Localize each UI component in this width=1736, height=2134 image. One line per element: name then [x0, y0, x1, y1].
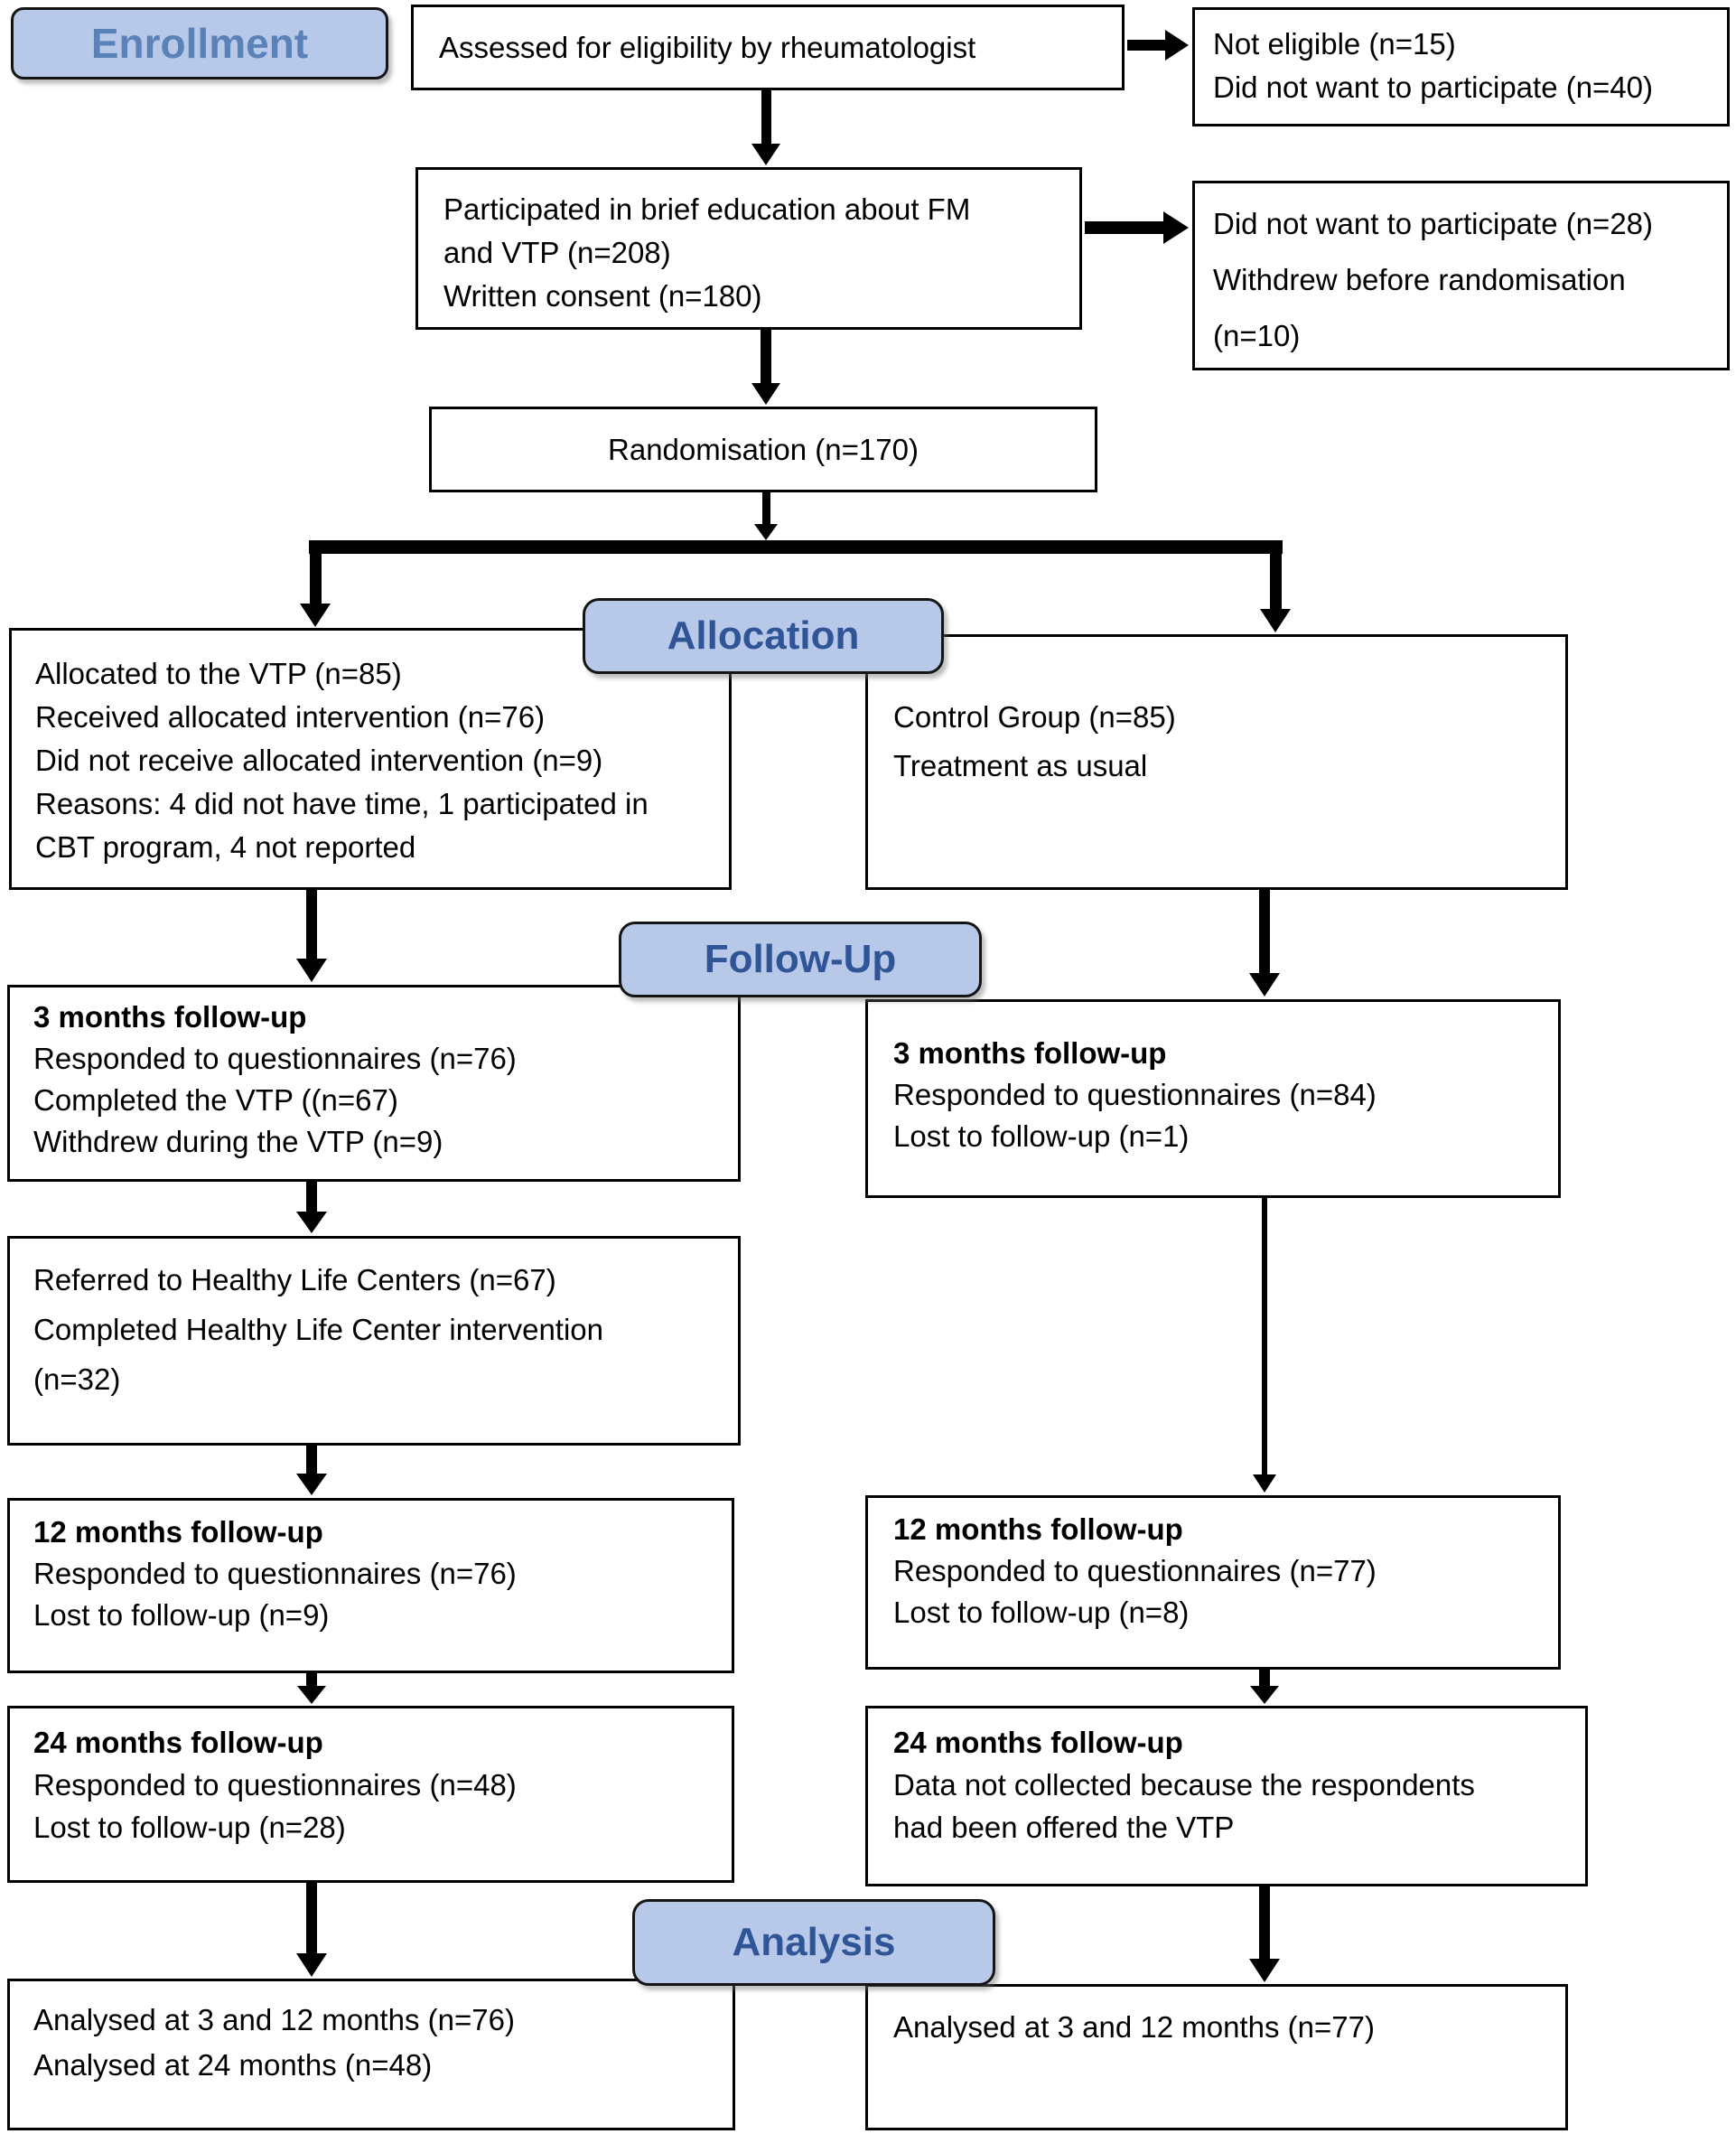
box-vtp-3-months-line: Responded to questionnaires (n=76) [33, 1042, 517, 1075]
box-control-3-months-title: 3 months follow-up [893, 1036, 1167, 1070]
box-control-12-months-line: Responded to questionnaires (n=77) [893, 1554, 1377, 1587]
box-control-allocation-line: Control Group (n=85) [893, 700, 1176, 734]
stage-badge-followup: Follow-Up [619, 922, 982, 997]
box-vtp-allocation-line: CBT program, 4 not reported [35, 830, 416, 864]
box-declined-line: Withdrew before randomisation [1213, 263, 1626, 296]
box-control-24-months-line: Data not collected because the responden… [893, 1768, 1475, 1802]
box-control-24-months-line: had been offered the VTP [893, 1811, 1235, 1844]
box-control-3-months: 3 months follow-up Responded to question… [865, 999, 1561, 1198]
box-vtp-allocation-line: Received allocated intervention (n=76) [35, 700, 546, 734]
box-control-12-months-title: 12 months follow-up [893, 1512, 1183, 1546]
box-vtp-24-months-line: Lost to follow-up (n=28) [33, 1811, 346, 1844]
stage-badge-analysis: Analysis [632, 1899, 995, 1986]
box-vtp-24-months-line: Responded to questionnaires (n=48) [33, 1768, 517, 1802]
stage-badge-allocation: Allocation [583, 598, 944, 674]
box-referred-line: Completed Healthy Life Center interventi… [33, 1313, 604, 1346]
stage-badge-enrollment-label: Enrollment [90, 20, 309, 67]
box-brief-education: Participated in brief education about FM… [415, 167, 1082, 330]
box-randomisation-line: Randomisation (n=170) [608, 432, 919, 466]
box-vtp-allocation-line: Reasons: 4 did not have time, 1 particip… [35, 787, 649, 820]
box-control-12-months: 12 months follow-up Responded to questio… [865, 1495, 1561, 1670]
box-randomisation: Randomisation (n=170) [429, 407, 1097, 492]
box-vtp-24-months-title: 24 months follow-up [33, 1726, 323, 1759]
box-assessed-eligibility: Assessed for eligibility by rheumatologi… [411, 5, 1125, 90]
box-vtp-12-months-line: Lost to follow-up (n=9) [33, 1598, 330, 1632]
stage-badge-followup-label: Follow-Up [704, 937, 897, 981]
box-control-analysis-line: Analysed at 3 and 12 months (n=77) [893, 2010, 1375, 2044]
box-referred-healthy-life-centers: Referred to Healthy Life Centers (n=67) … [7, 1236, 741, 1446]
branch-bar [309, 540, 1283, 554]
box-not-eligible: Not eligible (n=15) Did not want to part… [1192, 7, 1730, 126]
box-not-eligible-line: Not eligible (n=15) [1213, 27, 1456, 61]
box-control-allocation: Control Group (n=85) Treatment as usual [865, 634, 1568, 890]
box-brief-education-line: Written consent (n=180) [443, 279, 762, 313]
stage-badge-analysis-label: Analysis [732, 1920, 896, 1964]
box-vtp-allocation-line: Did not receive allocated intervention (… [35, 744, 603, 777]
box-control-allocation-line: Treatment as usual [893, 749, 1148, 782]
box-brief-education-line: Participated in brief education about FM [443, 192, 971, 226]
stage-badge-allocation-label: Allocation [667, 613, 860, 658]
box-control-analysis: Analysed at 3 and 12 months (n=77) [865, 1984, 1568, 2130]
box-vtp-analysis-line: Analysed at 24 months (n=48) [33, 2048, 433, 2082]
box-assessed-line: Assessed for eligibility by rheumatologi… [439, 30, 976, 64]
box-declined-line: Did not want to participate (n=28) [1213, 207, 1654, 240]
box-control-3-months-line: Lost to follow-up (n=1) [893, 1119, 1190, 1153]
box-referred-line: Referred to Healthy Life Centers (n=67) [33, 1263, 556, 1296]
box-vtp-3-months-line: Withdrew during the VTP (n=9) [33, 1125, 443, 1158]
box-vtp-12-months-title: 12 months follow-up [33, 1515, 323, 1549]
box-not-eligible-line: Did not want to participate (n=40) [1213, 70, 1654, 104]
box-declined-line: (n=10) [1213, 319, 1301, 352]
box-referred-line: (n=32) [33, 1362, 121, 1396]
box-control-12-months-line: Lost to follow-up (n=8) [893, 1596, 1190, 1629]
stage-badge-enrollment: Enrollment [11, 7, 388, 80]
box-vtp-12-months-line: Responded to questionnaires (n=76) [33, 1557, 517, 1590]
box-vtp-24-months: 24 months follow-up Responded to questio… [7, 1706, 734, 1883]
box-vtp-3-months-line: Completed the VTP ((n=67) [33, 1083, 398, 1117]
box-control-3-months-line: Responded to questionnaires (n=84) [893, 1078, 1377, 1111]
box-control-24-months-title: 24 months follow-up [893, 1726, 1183, 1759]
box-brief-education-line: and VTP (n=208) [443, 236, 671, 269]
box-vtp-analysis: Analysed at 3 and 12 months (n=76) Analy… [7, 1979, 735, 2130]
box-vtp-3-months: 3 months follow-up Responded to question… [7, 985, 741, 1182]
box-vtp-allocation-line: Allocated to the VTP (n=85) [35, 657, 402, 690]
box-vtp-12-months: 12 months follow-up Responded to questio… [7, 1498, 734, 1673]
box-vtp-3-months-title: 3 months follow-up [33, 1000, 307, 1034]
box-declined-participation: Did not want to participate (n=28) Withd… [1192, 181, 1730, 370]
box-vtp-analysis-line: Analysed at 3 and 12 months (n=76) [33, 2003, 515, 2036]
box-control-24-months: 24 months follow-up Data not collected b… [865, 1706, 1588, 1886]
